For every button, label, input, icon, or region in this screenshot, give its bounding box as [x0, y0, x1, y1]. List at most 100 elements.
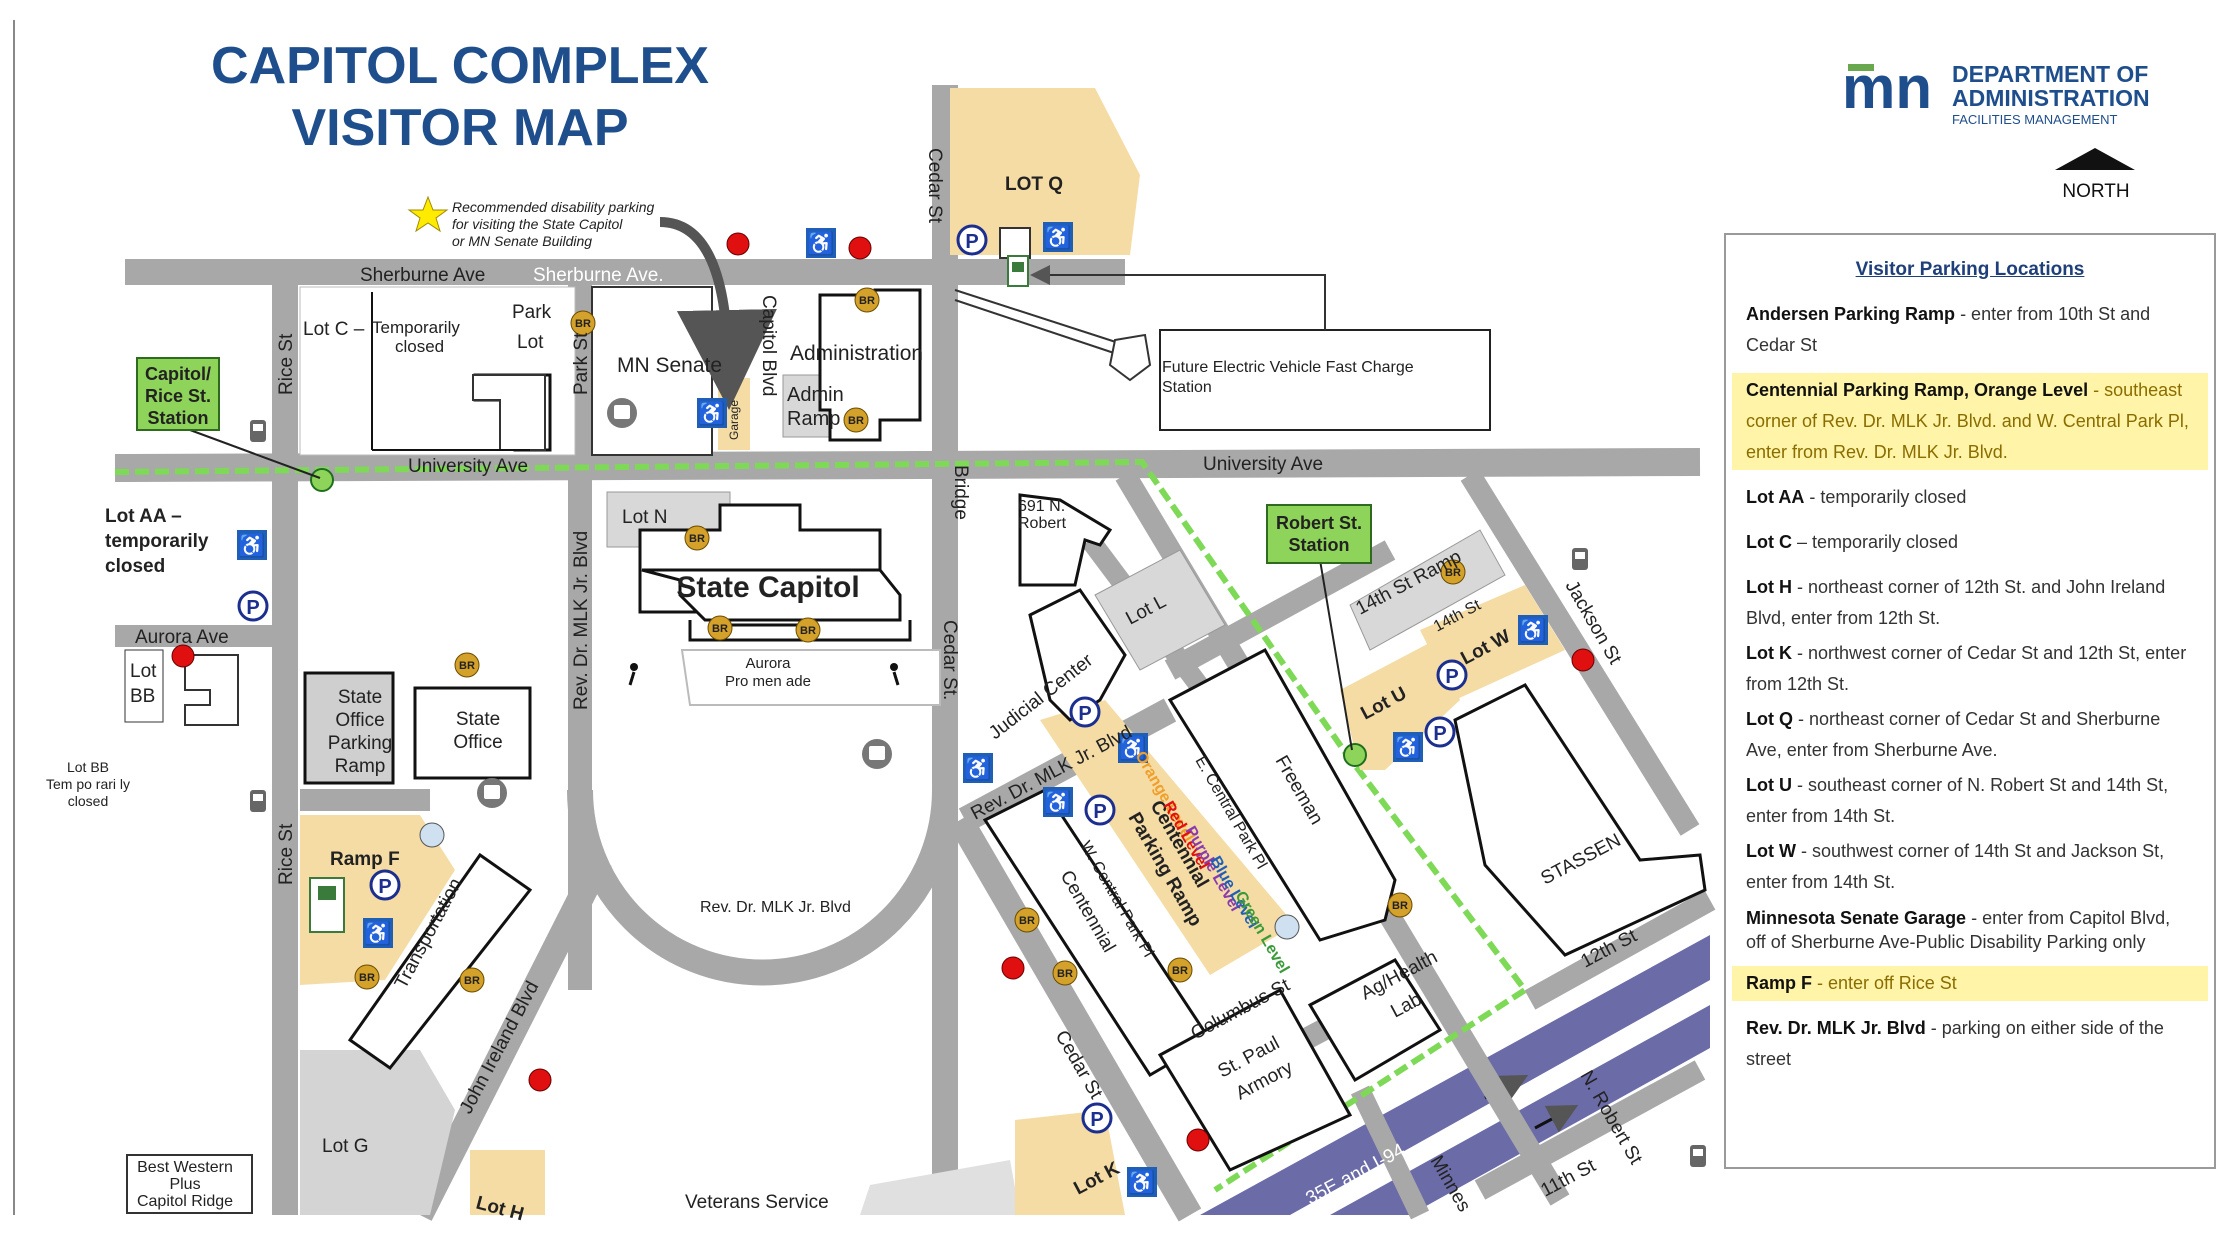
best-western-label: Capitol Ridge: [137, 1193, 233, 1210]
legend-heading: Visitor Parking Locations: [1855, 259, 2085, 280]
svg-text:♿: ♿: [1044, 790, 1071, 815]
logo-line2: ADMINISTRATION: [1952, 85, 2150, 111]
visitor-parking-legend: Visitor Parking Locations Andersen Parki…: [1724, 233, 2216, 1169]
svg-text:♿: ♿: [698, 401, 725, 426]
lot-c-label: Lot C –: [303, 319, 365, 340]
capitol-rice-station: Station: [148, 408, 209, 428]
ramp-f-label: Ramp F: [330, 849, 400, 870]
svg-text:P: P: [1078, 703, 1091, 725]
lot-q-label: LOT Q: [1005, 174, 1063, 195]
svg-text:BR: BR: [1445, 567, 1461, 579]
parking-sign-icon: P: [1436, 659, 1468, 691]
aurora-promenade-label: Aurora: [745, 655, 791, 672]
svg-text:BR: BR: [859, 295, 875, 307]
aurora-promenade-label: Pro men ade: [725, 673, 811, 690]
lot-aa-label: closed: [105, 556, 165, 577]
street-label: University Ave: [1203, 454, 1323, 475]
bus-stop-icon: [250, 420, 266, 442]
park-lot-label: Park: [512, 302, 552, 323]
parking-sign-icon: P: [1084, 794, 1116, 826]
street-label: Cedar St: [924, 148, 945, 224]
bike-rack-icon: BR: [707, 615, 733, 641]
street-label: University Ave: [408, 456, 528, 477]
svg-text:P: P: [1093, 801, 1106, 823]
lot-g-label: Lot G: [322, 1136, 368, 1157]
admin-ramp-label: Admin: [787, 384, 844, 406]
transit-icons: [419, 398, 1300, 940]
legend-entry: Lot K - northwest corner of Cedar St and…: [1746, 643, 2187, 694]
lot-bb-note: closed: [68, 793, 108, 809]
691-robert-label: Robert: [1018, 515, 1067, 532]
svg-text:P: P: [1445, 666, 1458, 688]
state-office-ramp-label: State: [338, 687, 382, 708]
svg-text:BR: BR: [1019, 915, 1035, 927]
svg-text:♿: ♿: [1044, 225, 1071, 250]
bus-stop-icon: [1572, 548, 1588, 570]
legend-entry: Lot W - southwest corner of 14th St and …: [1746, 841, 2165, 892]
legend-entry: Minnesota Senate Garage - enter from Cap…: [1746, 908, 2171, 952]
parking-sign-icon: P: [369, 869, 401, 901]
parking-lots: [300, 88, 1565, 1215]
svg-text:♿: ♿: [1519, 618, 1546, 643]
svg-text:BR: BR: [459, 660, 475, 672]
bike-rack-icon: BR: [459, 967, 485, 993]
station-markers: [136, 357, 1372, 767]
veterans-label: Veterans Service: [685, 1192, 829, 1213]
svg-text:♿: ♿: [238, 533, 265, 558]
bus-stop-icons: [250, 420, 1706, 1167]
legend-entry: Lot Q - northeast corner of Cedar St and…: [1746, 709, 2161, 760]
legend-entry: Lot C – temporarily closed: [1746, 532, 1959, 552]
svg-text:♿: ♿: [807, 231, 834, 256]
svg-text:P: P: [246, 597, 259, 619]
bike-rack-icon: BR: [854, 287, 880, 313]
bike-rack-icon: BR: [795, 617, 821, 643]
svg-text:BR: BR: [712, 623, 728, 635]
lot-aa-label: Lot AA –: [105, 506, 182, 527]
legend-entry: Andersen Parking Ramp - enter from 10th …: [1746, 304, 2151, 355]
svg-text:♿: ♿: [1394, 735, 1421, 760]
legend-entry: Centennial Parking Ramp, Orange Level - …: [1732, 373, 2208, 470]
legend-entry: Rev. Dr. MLK Jr. Blvd - parking on eithe…: [1746, 1018, 2164, 1069]
svg-text:P: P: [1433, 723, 1446, 745]
bike-rack-icon: BR: [454, 652, 480, 678]
svg-text:Future Electric Vehicle Fast C: Future Electric Vehicle Fast Charge: [1162, 359, 1414, 376]
svg-text:BR: BR: [464, 975, 480, 987]
parking-sign-icon: P: [1424, 716, 1456, 748]
ev-station-note: Future Electric Vehicle Fast Charge Stat…: [1162, 359, 1414, 396]
street-label: Aurora Ave: [135, 627, 229, 648]
logo-line1: DEPARTMENT OF: [1952, 61, 2148, 87]
bike-rack-icons: BR BR BR BR BR BR BR BR BR BR BR BR BR B…: [354, 287, 1466, 993]
bike-rack-icon: BR: [1440, 559, 1466, 585]
bike-rack-icon: BR: [1167, 957, 1193, 983]
legend-entry: Lot U - southeast corner of N. Robert St…: [1746, 775, 2169, 826]
street-label: Capitol Blvd: [758, 295, 779, 396]
state-office-ramp-label: Office: [335, 710, 384, 731]
691-robert-label: 691 N.: [1018, 498, 1065, 515]
legend-entry: Ramp F - enter off Rice St: [1732, 966, 2208, 1001]
lot-bb-note: Lot BB: [67, 759, 109, 775]
street-label: Park St: [571, 332, 592, 395]
department-logo: mn DEPARTMENT OF ADMINISTRATION FACILITI…: [1842, 54, 2150, 127]
svg-text:or MN Senate Building: or MN Senate Building: [452, 233, 592, 249]
bike-rack-icon: BR: [684, 525, 710, 551]
lot-bb-label: BB: [130, 686, 155, 707]
svg-text:Station: Station: [1162, 379, 1212, 396]
mn-senate-label: MN Senate: [617, 354, 722, 377]
map-title-line2: VISITOR MAP: [291, 99, 628, 157]
svg-text:P: P: [1090, 1109, 1103, 1131]
street-label: Sherburne Ave.: [533, 265, 664, 286]
accessible-parking-icon: ♿ ♿ ♿ ♿ ♿ ♿ ♿ ♿ ♿ ♿ ♿: [237, 222, 1548, 1197]
parking-sign-icon: P: [956, 224, 988, 256]
street-label: Rice St: [276, 823, 297, 885]
logo-line3: FACILITIES MANAGEMENT: [1952, 112, 2117, 127]
bike-rack-icon: BR: [1014, 907, 1040, 933]
state-office-ramp-label: Parking: [328, 733, 392, 754]
parking-sign-icons: P P P P P P P P: [237, 224, 1468, 1134]
street-label: Bridge: [950, 465, 971, 520]
bus-stop-icon: [1690, 1145, 1706, 1167]
svg-text:BR: BR: [689, 533, 705, 545]
admin-ramp-label: Ramp: [787, 408, 840, 430]
street-label: Rev. Dr. MLK Jr. Blvd: [700, 899, 851, 916]
bus-stop-icon: [250, 790, 266, 812]
svg-text:BR: BR: [359, 972, 375, 984]
